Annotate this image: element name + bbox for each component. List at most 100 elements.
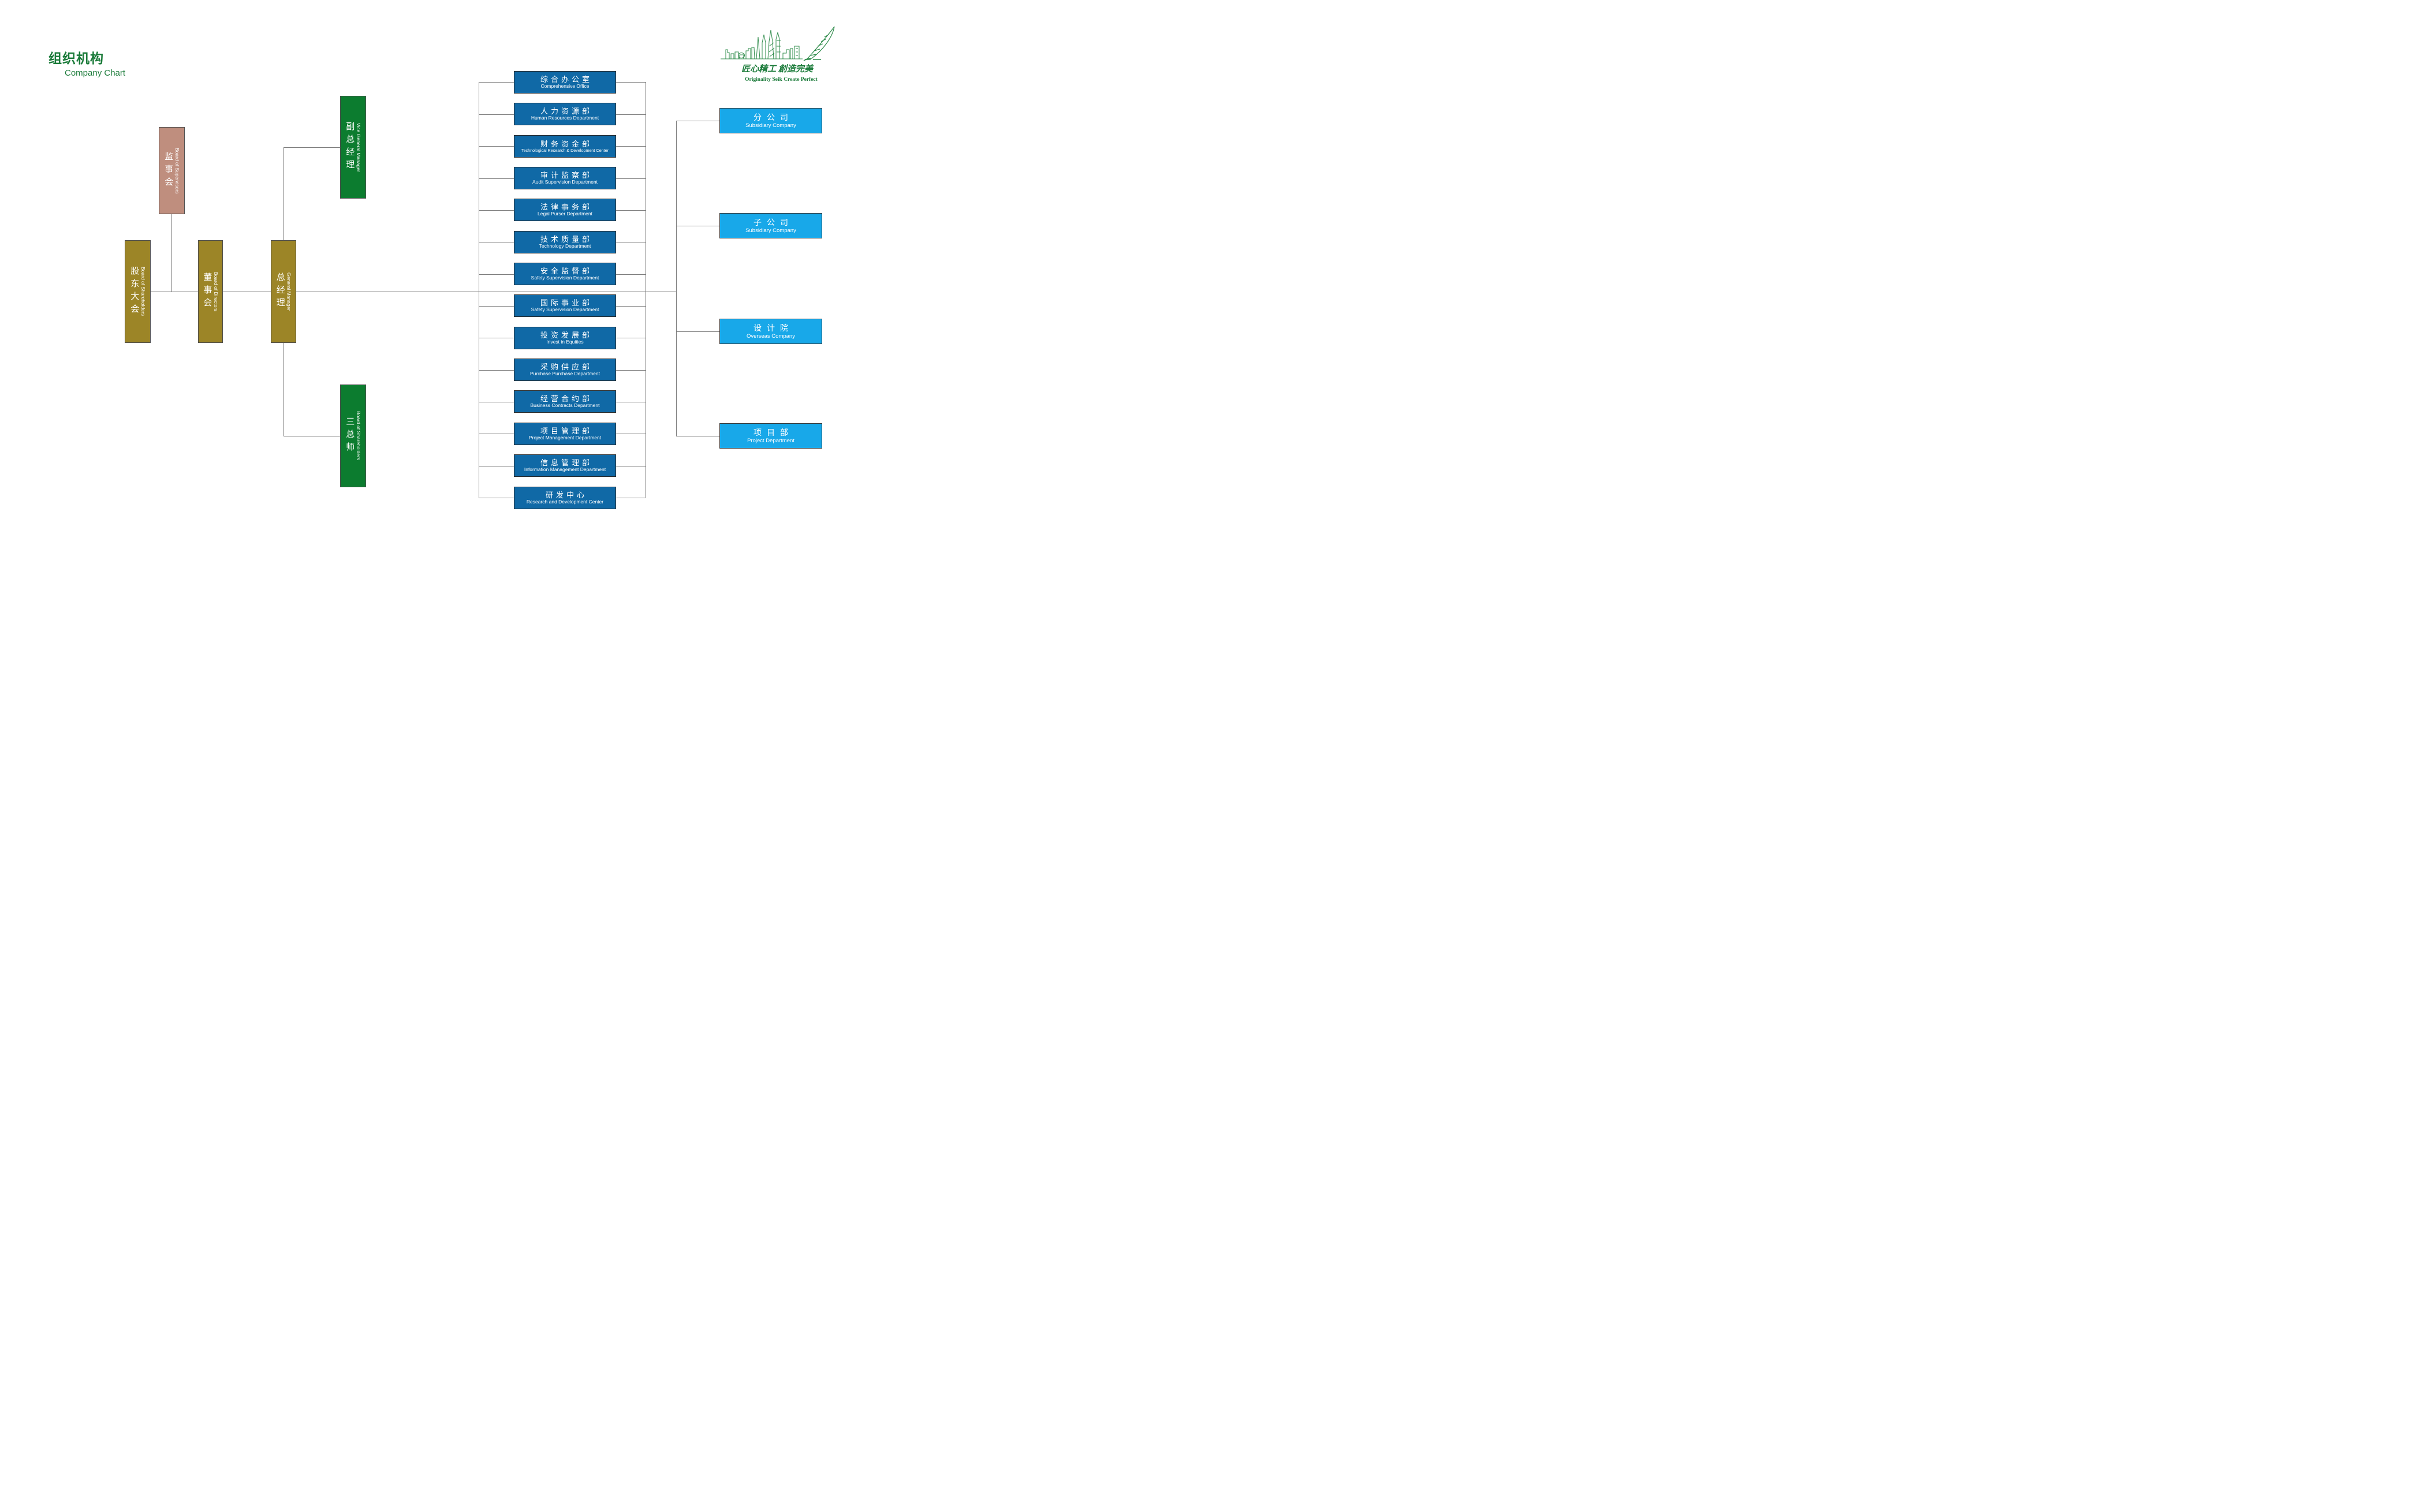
dept-label-cn: 安全监督部 xyxy=(540,266,592,275)
box-general-manager: 总经理 General Manager xyxy=(271,240,296,343)
box-label-en: Board of Shareholders xyxy=(355,411,361,461)
box-label-cn: 三总师 xyxy=(345,417,355,455)
sub-box-project-department: 项目部 Project Department xyxy=(719,423,822,449)
connector-stub xyxy=(479,210,514,211)
connector-stub xyxy=(616,274,646,275)
page-title: 组织机构 Company Chart xyxy=(49,47,125,78)
sub-box-subsidiary-company: 子公司 Subsidiary Company xyxy=(719,213,822,238)
dept-label-cn: 财务资金部 xyxy=(540,139,592,148)
sub-box-branch-company: 分公司 Subsidiary Company xyxy=(719,108,822,133)
dept-label-en: Invest in Equities xyxy=(546,339,584,345)
dept-label-en: Information Management Department xyxy=(524,466,606,473)
dept-box-legal-affairs: 法律事务部 Legal Purser Department xyxy=(514,199,616,221)
dept-box-project-management: 项目管理部 Project Management Department xyxy=(514,423,616,445)
box-label-en: General Manager xyxy=(286,272,292,311)
box-label-cn: 副总经理 xyxy=(345,122,355,173)
dept-label-cn: 技术质量部 xyxy=(540,234,592,244)
sub-label-cn: 子公司 xyxy=(753,218,793,227)
logo-slogan-en: Originality Seik Create Perfect xyxy=(745,77,818,83)
page-title-en: Company Chart xyxy=(65,68,126,78)
connector-stub xyxy=(479,274,514,275)
dept-box-technology-quality: 技术质量部 Technology Department xyxy=(514,231,616,253)
org-chart-canvas: 组织机构 Company Chart 匠心精工 創造完美 Originality… xyxy=(0,0,889,555)
connector-stub xyxy=(616,146,646,147)
dept-label-en: Legal Purser Department xyxy=(538,211,592,217)
dept-label-en: Business Contracts Department xyxy=(530,402,600,409)
connector-stub xyxy=(479,306,514,307)
connector-stub xyxy=(616,306,646,307)
dept-label-cn: 法律事务部 xyxy=(540,202,592,211)
box-label-cn: 股东大会 xyxy=(129,266,140,317)
connector-stub xyxy=(479,114,514,115)
connector-stub xyxy=(676,331,719,332)
box-label-cn: 监事会 xyxy=(163,151,174,190)
box-label-en: Board of Directors xyxy=(212,271,219,312)
box-three-chiefs: 三总师 Board of Shareholders xyxy=(340,384,366,487)
connector-stub xyxy=(616,114,646,115)
box-label-en: Board of Shareholders xyxy=(140,267,146,316)
dept-label-cn: 项目管理部 xyxy=(540,426,592,435)
connector-line-vgm-vertical xyxy=(283,147,284,240)
dept-label-cn: 信息管理部 xyxy=(540,458,592,467)
sub-label-en: Subsidiary Company xyxy=(745,122,796,129)
dept-label-en: Audit Supervision Department xyxy=(532,179,598,185)
connector-stub xyxy=(616,370,646,371)
sub-label-cn: 分公司 xyxy=(753,113,793,122)
dept-box-human-resources: 人力资源部 Human Resources Department xyxy=(514,103,616,125)
dept-box-safety-supervision: 安全监督部 Safety Supervision Department xyxy=(514,263,616,285)
box-board-of-supervisors: 监事会 Board of Supervisors xyxy=(159,127,185,214)
dept-label-en: Research and Development Center xyxy=(526,499,604,505)
sub-label-en: Overseas Company xyxy=(747,333,795,339)
box-label-cn: 董事会 xyxy=(202,272,212,311)
connector-line-vgm-horizontal xyxy=(283,147,340,148)
dept-label-en: Technological Research & Development Cen… xyxy=(521,148,609,154)
dept-box-research-development: 研发中心 Research and Development Center xyxy=(514,487,616,509)
box-label-cn: 总经理 xyxy=(275,272,285,311)
company-logo: 匠心精工 創造完美 Originality Seik Create Perfec… xyxy=(721,26,835,83)
dept-label-en: Technology Department xyxy=(539,243,591,249)
page-title-cn: 组织机构 xyxy=(49,51,104,66)
connector-trunk-subsidiaries xyxy=(676,121,677,436)
dept-label-en: Safety Supervision Department xyxy=(531,307,599,313)
connector-stub xyxy=(479,178,514,179)
dept-label-cn: 人力资源部 xyxy=(540,106,592,115)
dept-label-cn: 经营合约部 xyxy=(540,394,592,403)
dept-box-comprehensive-office: 综合办公室 Comprehensive Office xyxy=(514,71,616,94)
connector-stub xyxy=(616,210,646,211)
connector-stub xyxy=(616,82,646,83)
connector-line-chiefs-vertical xyxy=(283,343,284,436)
dept-label-en: Safety Supervision Department xyxy=(531,275,599,281)
sub-label-cn: 设计院 xyxy=(753,323,793,333)
connector-line-supervisors xyxy=(171,214,172,292)
connector-stub xyxy=(616,178,646,179)
logo-slogan-cn: 匠心精工 創造完美 xyxy=(741,64,814,74)
connector-stub xyxy=(479,370,514,371)
dept-box-international-business: 国际事业部 Safety Supervision Department xyxy=(514,294,616,317)
dept-label-en: Purchase Purchase Department xyxy=(530,371,600,377)
box-board-of-shareholders: 股东大会 Board of Shareholders xyxy=(125,240,151,343)
box-label-en: Vice General Manager xyxy=(355,122,361,172)
sub-label-en: Subsidiary Company xyxy=(745,227,796,234)
dept-box-information-management: 信息管理部 Information Management Department xyxy=(514,454,616,477)
box-vice-general-manager: 副总经理 Vice General Manager xyxy=(340,96,366,199)
dept-label-cn: 投资发展部 xyxy=(540,330,592,339)
dept-label-en: Comprehensive Office xyxy=(540,83,590,89)
dept-label-cn: 研发中心 xyxy=(545,490,587,499)
dept-label-cn: 国际事业部 xyxy=(540,298,592,307)
dept-box-investment-development: 投资发展部 Invest in Equities xyxy=(514,327,616,349)
dept-box-finance-funds: 财务资金部 Technological Research & Developme… xyxy=(514,135,616,158)
skyline-icon xyxy=(721,29,821,60)
connector-stub xyxy=(479,146,514,147)
box-board-of-directors: 董事会 Board of Directors xyxy=(198,240,223,343)
sub-box-design-institute: 设计院 Overseas Company xyxy=(719,319,822,344)
dept-label-cn: 采购供应部 xyxy=(540,362,592,371)
dept-box-purchase-supply: 采购供应部 Purchase Purchase Department xyxy=(514,359,616,381)
dept-label-cn: 综合办公室 xyxy=(540,74,592,84)
sub-label-en: Project Department xyxy=(747,437,794,444)
dept-box-business-contracts: 经营合约部 Business Contracts Department xyxy=(514,390,616,413)
dept-label-en: Human Resources Department xyxy=(531,115,599,121)
dept-label-en: Project Management Department xyxy=(528,435,602,441)
quill-icon xyxy=(803,26,835,61)
connector-stub xyxy=(479,82,514,83)
sub-label-cn: 项目部 xyxy=(753,428,793,438)
